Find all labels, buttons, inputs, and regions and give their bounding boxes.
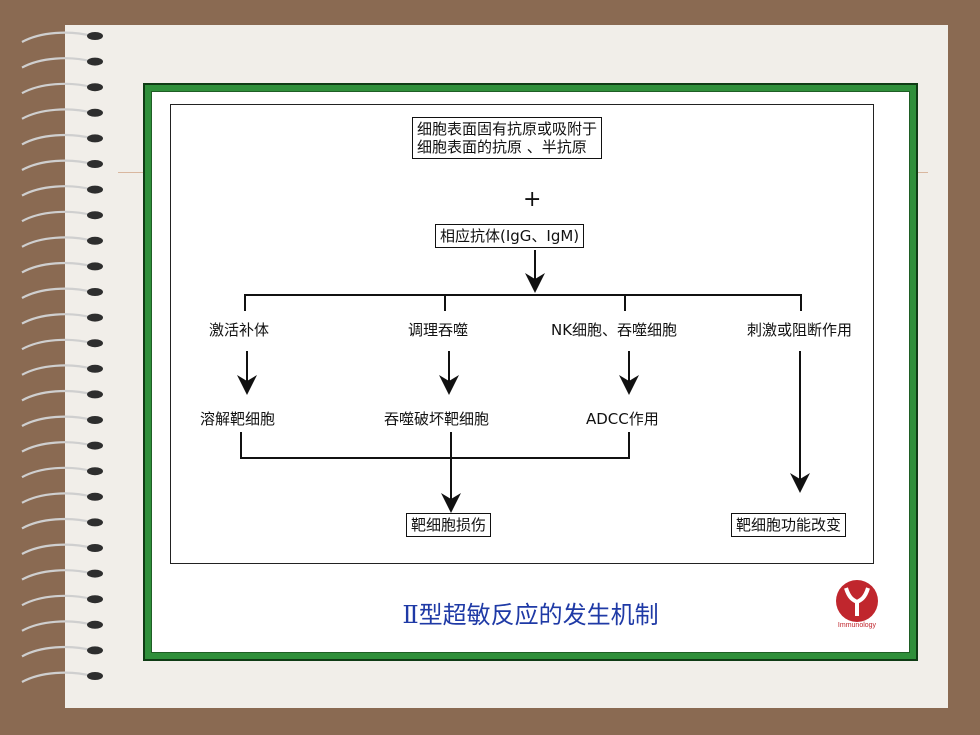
logo-text: Immunology xyxy=(837,622,877,629)
spiral-hole xyxy=(87,620,103,629)
branch-bar xyxy=(244,294,802,311)
spiral-hole xyxy=(87,262,103,271)
immunology-y-logo-icon xyxy=(836,580,878,622)
spiral-ring xyxy=(21,517,93,530)
connector-lines xyxy=(237,250,810,513)
spiral-hole xyxy=(87,390,103,399)
spiral-ring xyxy=(21,108,93,120)
spiral-ring xyxy=(21,313,93,325)
spiral-ring xyxy=(21,441,93,453)
spiral-hole xyxy=(87,646,103,655)
spiral-hole xyxy=(87,32,103,40)
spiral-hole xyxy=(87,672,103,680)
final-cell-damage: 靶细胞损伤 xyxy=(406,513,492,537)
result-adcc: ADCC作用 xyxy=(586,410,659,428)
spiral-hole xyxy=(87,57,103,66)
spiral-hole xyxy=(87,313,103,322)
spiral-ring xyxy=(21,185,93,197)
spiral-binding xyxy=(21,31,103,683)
spiral-ring xyxy=(21,389,93,402)
result-phagocytosis: 吞噬破坏靶细胞 xyxy=(384,410,490,428)
spiral-ring xyxy=(21,492,93,504)
spiral-ring xyxy=(21,338,93,351)
spiral-hole xyxy=(87,416,103,424)
spiral-ring xyxy=(21,210,93,223)
spiral-ring xyxy=(21,671,93,683)
top-antigen-line2: 细胞表面的抗原 、半抗原 xyxy=(417,138,587,156)
spiral-hole xyxy=(87,569,103,578)
spiral-hole xyxy=(87,364,103,373)
antibody-box: 相应抗体(IgG、IgM) xyxy=(435,224,585,248)
spiral-hole xyxy=(87,83,103,92)
spiral-hole xyxy=(87,236,103,245)
flow-diagram: 细胞表面固有抗原或吸附于 细胞表面的抗原 、半抗原 + 相应抗体(IgG、IgM… xyxy=(170,104,874,564)
spiral-hole xyxy=(87,518,103,527)
spiral-ring xyxy=(21,159,93,171)
spiral-hole xyxy=(87,544,103,552)
branch-complement: 激活补体 xyxy=(209,321,270,339)
figure-frame: 细胞表面固有抗原或吸附于 细胞表面的抗原 、半抗原 + 相应抗体(IgG、IgM… xyxy=(143,83,918,661)
spiral-ring xyxy=(21,645,93,658)
spiral-ring xyxy=(21,543,93,555)
spiral-hole xyxy=(87,108,103,117)
spiral-ring xyxy=(21,569,93,581)
spiral-ring xyxy=(21,287,93,299)
spiral-ring xyxy=(21,466,93,479)
spiral-ring xyxy=(21,82,93,95)
spiral-hole xyxy=(87,339,103,348)
final-function-change: 靶细胞功能改变 xyxy=(731,513,847,537)
spiral-hole xyxy=(87,185,103,194)
spiral-hole xyxy=(87,441,103,450)
branch-nk-cells: NK细胞、吞噬细胞 xyxy=(551,321,678,339)
plus-sign: + xyxy=(523,187,542,212)
spiral-ring xyxy=(21,31,93,43)
spiral-ring xyxy=(21,364,93,376)
spiral-ring xyxy=(21,594,93,607)
result-lysis: 溶解靶细胞 xyxy=(200,410,276,428)
spiral-ring xyxy=(21,261,93,274)
immunology-logo: Immunology xyxy=(833,578,881,638)
branch-stimulate-block: 刺激或阻断作用 xyxy=(747,321,853,339)
branch-opsonization: 调理吞噬 xyxy=(408,321,469,339)
spiral-hole xyxy=(87,211,103,220)
spiral-hole xyxy=(87,288,103,296)
spiral-hole xyxy=(87,134,103,143)
spiral-hole xyxy=(87,595,103,604)
figure-inner: 细胞表面固有抗原或吸附于 细胞表面的抗原 、半抗原 + 相应抗体(IgG、IgM… xyxy=(151,91,910,653)
spiral-ring xyxy=(21,620,93,632)
spiral-ring xyxy=(21,236,93,248)
spiral-ring xyxy=(21,133,93,146)
spiral-hole xyxy=(87,160,103,168)
merge-line xyxy=(240,432,630,459)
top-antigen-box: 细胞表面固有抗原或吸附于 细胞表面的抗原 、半抗原 xyxy=(412,117,603,159)
spiral-hole xyxy=(87,467,103,476)
spiral-ring xyxy=(21,415,93,427)
top-antigen-line1: 细胞表面固有抗原或吸附于 xyxy=(417,120,598,138)
spiral-ring xyxy=(21,57,93,69)
figure-caption: Ⅱ型超敏反应的发生机制 xyxy=(402,601,659,629)
spiral-hole xyxy=(87,492,103,501)
